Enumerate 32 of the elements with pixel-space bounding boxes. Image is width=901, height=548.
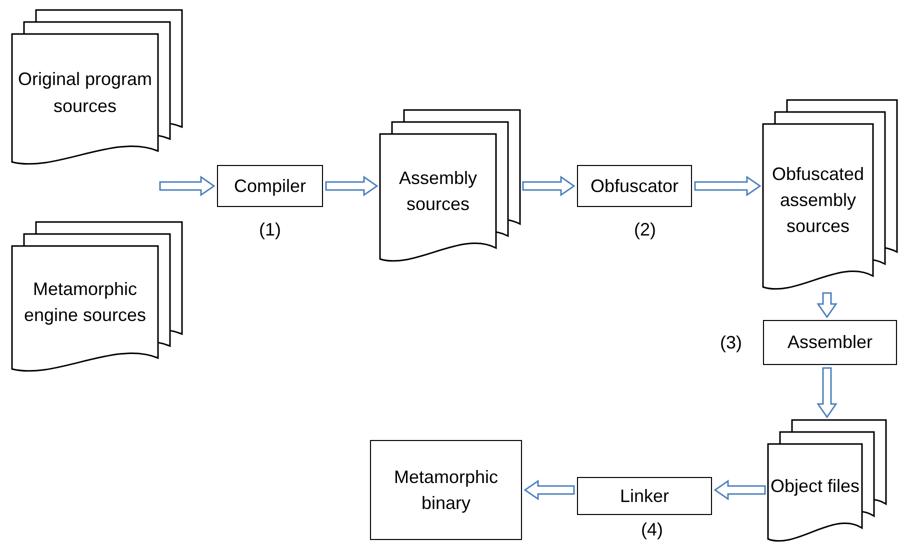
process-box xyxy=(217,165,323,207)
node-label: Metamorphic binary xyxy=(392,466,500,515)
block-arrow xyxy=(694,176,762,196)
block-arrow xyxy=(159,176,216,196)
document-stack xyxy=(768,420,886,542)
node-label: Obfuscator xyxy=(590,174,679,198)
document-stack xyxy=(763,100,897,290)
block-arrow xyxy=(522,176,576,196)
node-label: Linker xyxy=(620,484,670,508)
node-label: Metamorphic engine sources xyxy=(22,278,148,327)
step-number: (4) xyxy=(641,520,663,540)
node-label: Assembly sources xyxy=(398,166,478,216)
document-stack xyxy=(380,110,520,262)
node-label: Obfuscated assembly sources xyxy=(770,162,866,238)
step-number: (3) xyxy=(720,332,742,354)
node-label: Compiler xyxy=(234,174,306,198)
process-box xyxy=(370,440,522,540)
document-stack xyxy=(12,10,182,165)
block-arrow xyxy=(816,367,838,418)
node-label: Object files xyxy=(770,474,860,498)
process-box xyxy=(577,165,692,207)
block-arrow xyxy=(524,480,575,500)
process-box xyxy=(763,320,897,365)
step-number: (1) xyxy=(259,220,281,240)
step-number: (2) xyxy=(634,220,656,240)
process-box xyxy=(577,477,712,515)
block-arrow xyxy=(816,292,838,318)
node-label: Original program sources xyxy=(16,68,154,118)
node-label: Assembler xyxy=(787,331,873,354)
block-arrow xyxy=(325,176,378,196)
block-arrow xyxy=(714,480,766,500)
document-stack xyxy=(12,222,182,372)
